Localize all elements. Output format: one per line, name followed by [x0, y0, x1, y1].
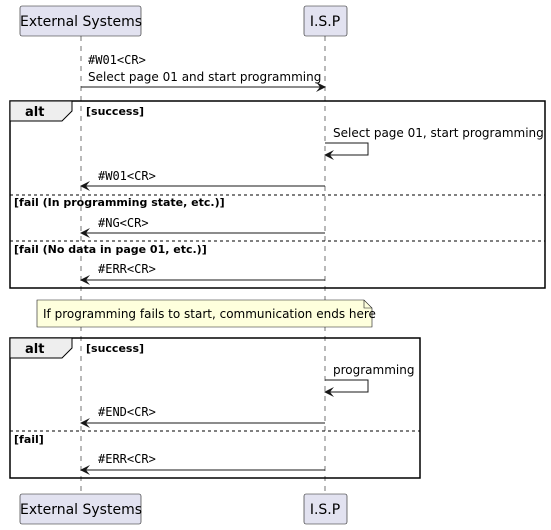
self-message-2-arrow: [324, 379, 369, 397]
participant-isp-label: I.S.P: [310, 14, 340, 30]
message-1-line2: Select page 01 and start programming: [88, 70, 321, 84]
alt-2-guard-success: [success]: [86, 342, 144, 355]
reply-fail3-label: #ERR<CR>: [98, 452, 156, 466]
self-message-1: Select page 01, start programming: [333, 126, 544, 140]
note-text: If programming fails to start, communica…: [43, 307, 376, 321]
participant-isp-bottom-label: I.S.P: [310, 502, 340, 518]
self-message-2: programming: [333, 363, 414, 377]
reply-fail2-label: #ERR<CR>: [98, 262, 156, 276]
participant-external-bottom-label: External Systems: [20, 502, 142, 518]
alt-frame-1: alt [success] Select page 01, start prog…: [9, 100, 546, 289]
participant-isp-top: I.S.P: [303, 5, 348, 37]
alt-1-guard-success: [success]: [86, 105, 144, 118]
alt-1-keyword: alt: [25, 105, 44, 120]
participant-external-label: External Systems: [20, 14, 142, 30]
alt-frame-2: alt [success] programming #END<CR> [fail…: [9, 337, 421, 479]
alt-2-keyword: alt: [25, 342, 44, 357]
participant-external-top: External Systems: [19, 5, 142, 37]
self-message-1-arrow: [324, 142, 369, 160]
alt-2-guard-fail: [fail]: [14, 433, 44, 446]
reply-fail1-label: #NG<CR>: [98, 216, 149, 230]
note: If programming fails to start, communica…: [36, 299, 376, 328]
participant-external-bottom: External Systems: [19, 493, 142, 525]
reply-end-label: #END<CR>: [98, 405, 156, 419]
alt-1-guard-fail1: [fail (In programming state, etc.)]: [14, 196, 225, 209]
alt-1-guard-fail2: [fail (No data in page 01, etc.)]: [14, 243, 207, 256]
message-1-line1: #W01<CR>: [88, 53, 146, 67]
participant-isp-bottom: I.S.P: [303, 493, 348, 525]
reply-success-label: #W01<CR>: [98, 169, 156, 183]
